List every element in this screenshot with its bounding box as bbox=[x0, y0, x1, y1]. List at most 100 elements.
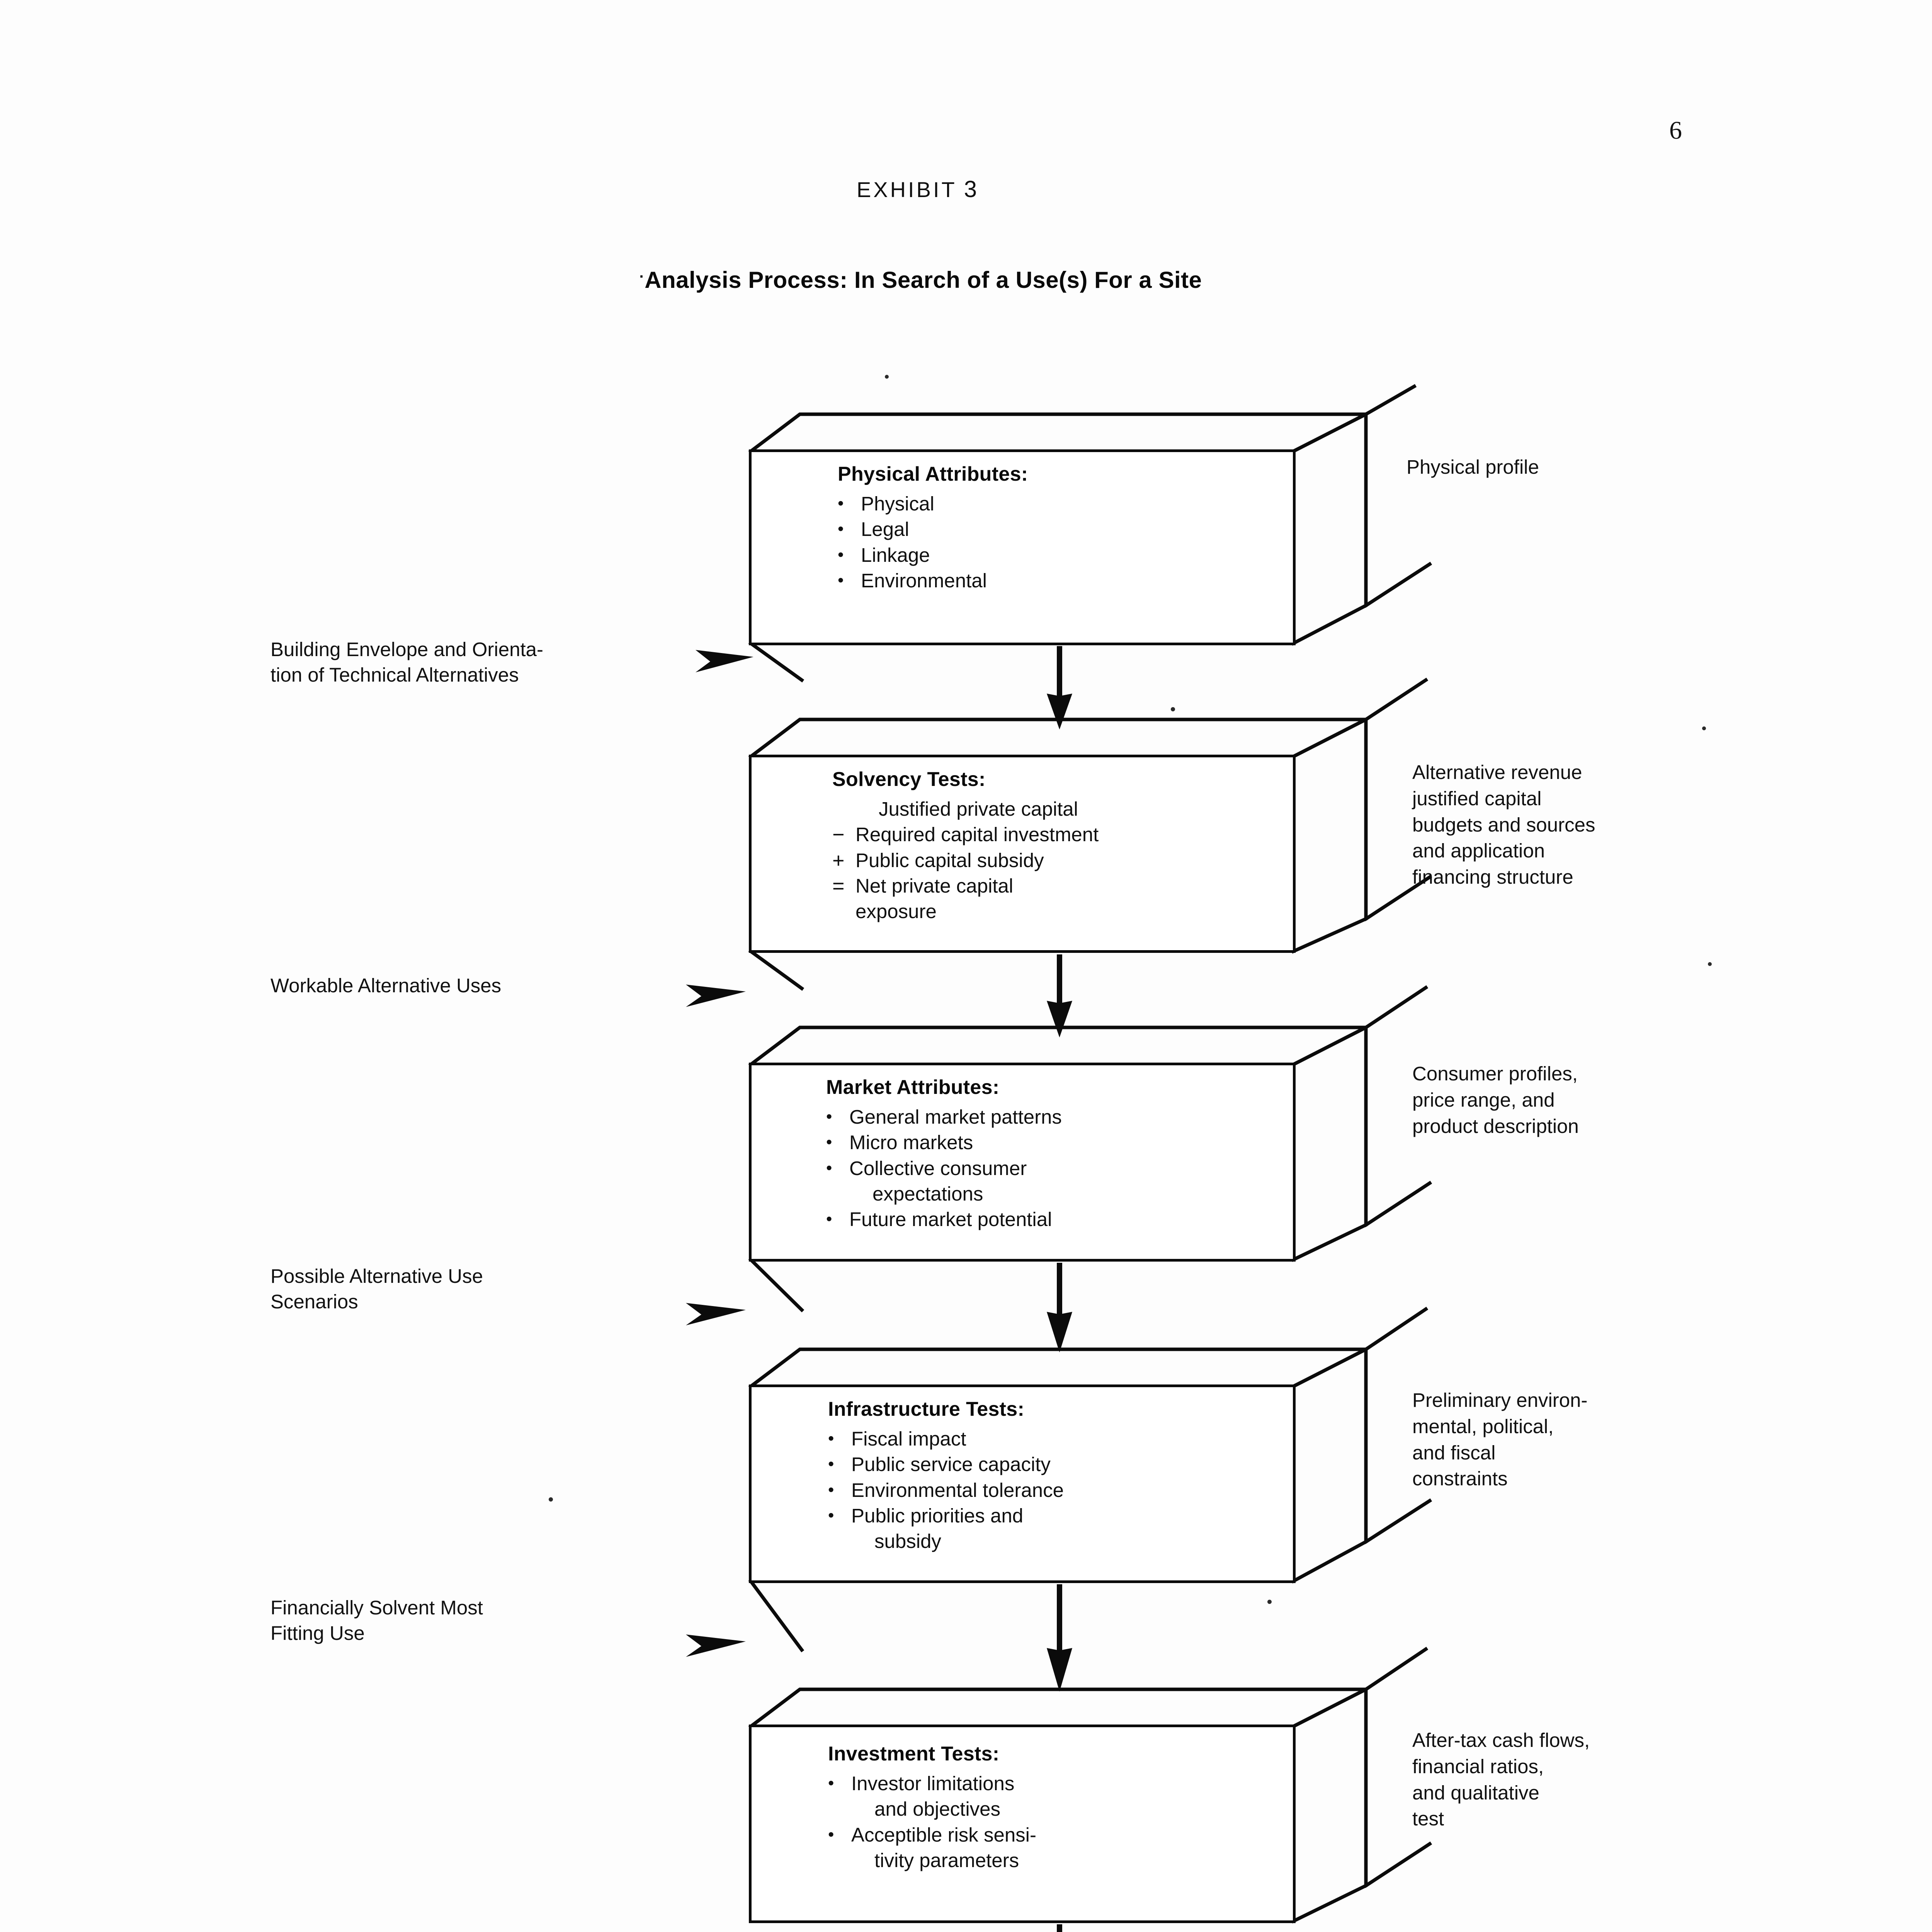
scan-speckle bbox=[1702, 726, 1706, 730]
node-item-text: Public service capacity bbox=[851, 1453, 1051, 1476]
node-item-text: General market patterns bbox=[849, 1106, 1062, 1128]
scan-speckle bbox=[885, 375, 889, 379]
exhibit-label-word: EXHIBIT bbox=[856, 177, 957, 202]
bullet-icon: • bbox=[826, 1209, 832, 1229]
flow-node-investment-tests[interactable]: Investment Tests: •Investor limitations … bbox=[749, 1725, 1296, 1923]
node-item-text: Future market potential bbox=[849, 1208, 1052, 1231]
leader-line-5b bbox=[1363, 1841, 1432, 1888]
node-item-list: Justified private capital −Required capi… bbox=[832, 796, 1296, 924]
left-label-workable-alternative-uses: Workable Alternative Uses bbox=[270, 975, 502, 997]
scan-speckle bbox=[1171, 707, 1175, 711]
node-item-text: Environmental tolerance bbox=[851, 1479, 1064, 1501]
plus-operator-icon: + bbox=[832, 849, 845, 872]
flow-node-infrastructure-tests[interactable]: Infrastructure Tests: •Fiscal impact •Pu… bbox=[749, 1384, 1296, 1583]
scan-speckle bbox=[1708, 962, 1712, 966]
bullet-icon: • bbox=[826, 1107, 832, 1126]
node-list-item: •Environmental bbox=[838, 568, 1296, 594]
node-item-list: •Fiscal impact •Public service capacity … bbox=[828, 1426, 1296, 1554]
right-note-consumer-profiles: Consumer profiles, price range, and prod… bbox=[1412, 1063, 1579, 1137]
bullet-icon: • bbox=[838, 494, 844, 513]
node-item-list: •General market patterns •Micro markets … bbox=[826, 1104, 1296, 1232]
node-list-item: • Future market potential bbox=[826, 1207, 1296, 1232]
leader-line-5a bbox=[1363, 1646, 1429, 1692]
scan-speckle bbox=[1267, 1600, 1272, 1604]
right-note-alternative-revenue: Alternative revenue justified capital bu… bbox=[1412, 761, 1595, 888]
node-list-item: subsidy bbox=[828, 1529, 1296, 1554]
node-item-text: expectations bbox=[872, 1182, 983, 1205]
node-item-text: exposure bbox=[855, 900, 937, 923]
node-item-text: Legal bbox=[861, 518, 909, 541]
node-list-item: Justified private capital bbox=[832, 796, 1296, 822]
node-content: Market Attributes: • General market patte… bbox=[749, 1063, 1296, 1262]
connector-arrow-2 bbox=[1047, 954, 1072, 1037]
node-item-text: Investor limitations bbox=[851, 1772, 1015, 1794]
node-content: Physical Attributes: •Physical •Legal •L… bbox=[749, 449, 1296, 645]
node-item-text: Required capital investment bbox=[855, 823, 1099, 846]
node-item-text: Fiscal impact bbox=[851, 1428, 966, 1450]
node-list-item: •Fiscal impact bbox=[828, 1426, 1296, 1452]
node-list-item: • General market patterns bbox=[826, 1104, 1296, 1130]
box-lid-physical-attributes bbox=[748, 412, 1367, 454]
left-leader-2 bbox=[748, 949, 804, 991]
leader-line-3a bbox=[1363, 985, 1429, 1030]
left-arrowhead-3 bbox=[686, 1303, 746, 1325]
bullet-icon: • bbox=[838, 545, 844, 564]
left-label-financially-solvent-most-fitting-use: Financially Solvent Most Fitting Use bbox=[270, 1597, 483, 1645]
node-list-item: •Investor limitations bbox=[828, 1771, 1296, 1796]
bullet-icon: • bbox=[828, 1825, 834, 1844]
node-item-text: Physical bbox=[861, 493, 934, 515]
leader-line-1b bbox=[1363, 561, 1432, 608]
node-title: Market Attributes: bbox=[826, 1076, 1000, 1099]
node-list-item: tivity parameters bbox=[828, 1848, 1296, 1873]
node-content: Investment Tests: •Investor limitations … bbox=[749, 1725, 1296, 1923]
box-side-market-attributes bbox=[1291, 1024, 1368, 1262]
left-leader-1 bbox=[748, 641, 804, 683]
leader-line-2b bbox=[1363, 874, 1432, 922]
connector-arrow-3 bbox=[1047, 1263, 1072, 1352]
node-list-item: •Micro markets bbox=[826, 1130, 1296, 1155]
node-front-face bbox=[749, 1384, 1296, 1583]
bullet-icon: • bbox=[828, 1454, 834, 1474]
leader-line-3b bbox=[1363, 1180, 1432, 1228]
node-content: Solvency Tests: Justified private capita… bbox=[749, 755, 1296, 953]
flow-node-market-attributes[interactable]: Market Attributes: • General market patte… bbox=[749, 1063, 1296, 1262]
node-item-text: tivity parameters bbox=[874, 1849, 1019, 1871]
node-list-item: • Acceptible risk sensi- bbox=[828, 1822, 1296, 1848]
node-list-item: and objectives bbox=[828, 1796, 1296, 1822]
node-item-text: subsidy bbox=[874, 1530, 941, 1553]
node-item-list: •Investor limitations and objectives • Ac… bbox=[828, 1771, 1296, 1873]
equals-operator-icon: = bbox=[832, 874, 845, 898]
right-note-physical-profile: Physical profile bbox=[1406, 456, 1539, 478]
node-front-face bbox=[749, 1725, 1296, 1923]
leader-line-4b bbox=[1363, 1498, 1432, 1544]
exhibit-number: 3 bbox=[964, 176, 977, 202]
box-lid-infrastructure-tests bbox=[748, 1347, 1367, 1389]
connector-arrow-4 bbox=[1047, 1584, 1072, 1692]
diagram-title: ·Analysis Process: In Search of a Use(s)… bbox=[0, 267, 1891, 293]
node-front-face bbox=[749, 755, 1296, 953]
flow-node-solvency-tests[interactable]: Solvency Tests: Justified private capita… bbox=[749, 755, 1296, 953]
node-list-item: exposure bbox=[832, 899, 1296, 924]
box-side-infrastructure-tests bbox=[1291, 1346, 1368, 1584]
bullet-icon: • bbox=[838, 519, 844, 539]
node-item-text: Collective consumer bbox=[849, 1157, 1027, 1179]
left-arrowhead-1 bbox=[696, 650, 753, 672]
node-front-face bbox=[749, 1063, 1296, 1262]
node-item-text: Linkage bbox=[861, 544, 930, 566]
node-list-item: +Public capital subsidy bbox=[832, 848, 1296, 873]
node-item-text: Acceptible risk sensi- bbox=[851, 1823, 1036, 1846]
leader-line-2a bbox=[1363, 677, 1429, 722]
connector-arrows bbox=[1047, 646, 1072, 1932]
bullet-icon: • bbox=[826, 1133, 832, 1152]
scan-speckle bbox=[549, 1497, 553, 1502]
exhibit-label: EXHIBIT 3 bbox=[0, 176, 1888, 202]
bullet-icon: • bbox=[828, 1480, 834, 1499]
node-item-text: Public priorities and bbox=[851, 1504, 1024, 1527]
left-arrowhead-4 bbox=[686, 1634, 746, 1657]
box-lid-investment-tests bbox=[748, 1687, 1367, 1729]
flow-node-physical-attributes[interactable]: Physical Attributes: •Physical •Legal •L… bbox=[749, 449, 1296, 645]
node-list-item: • Legal bbox=[838, 517, 1296, 542]
